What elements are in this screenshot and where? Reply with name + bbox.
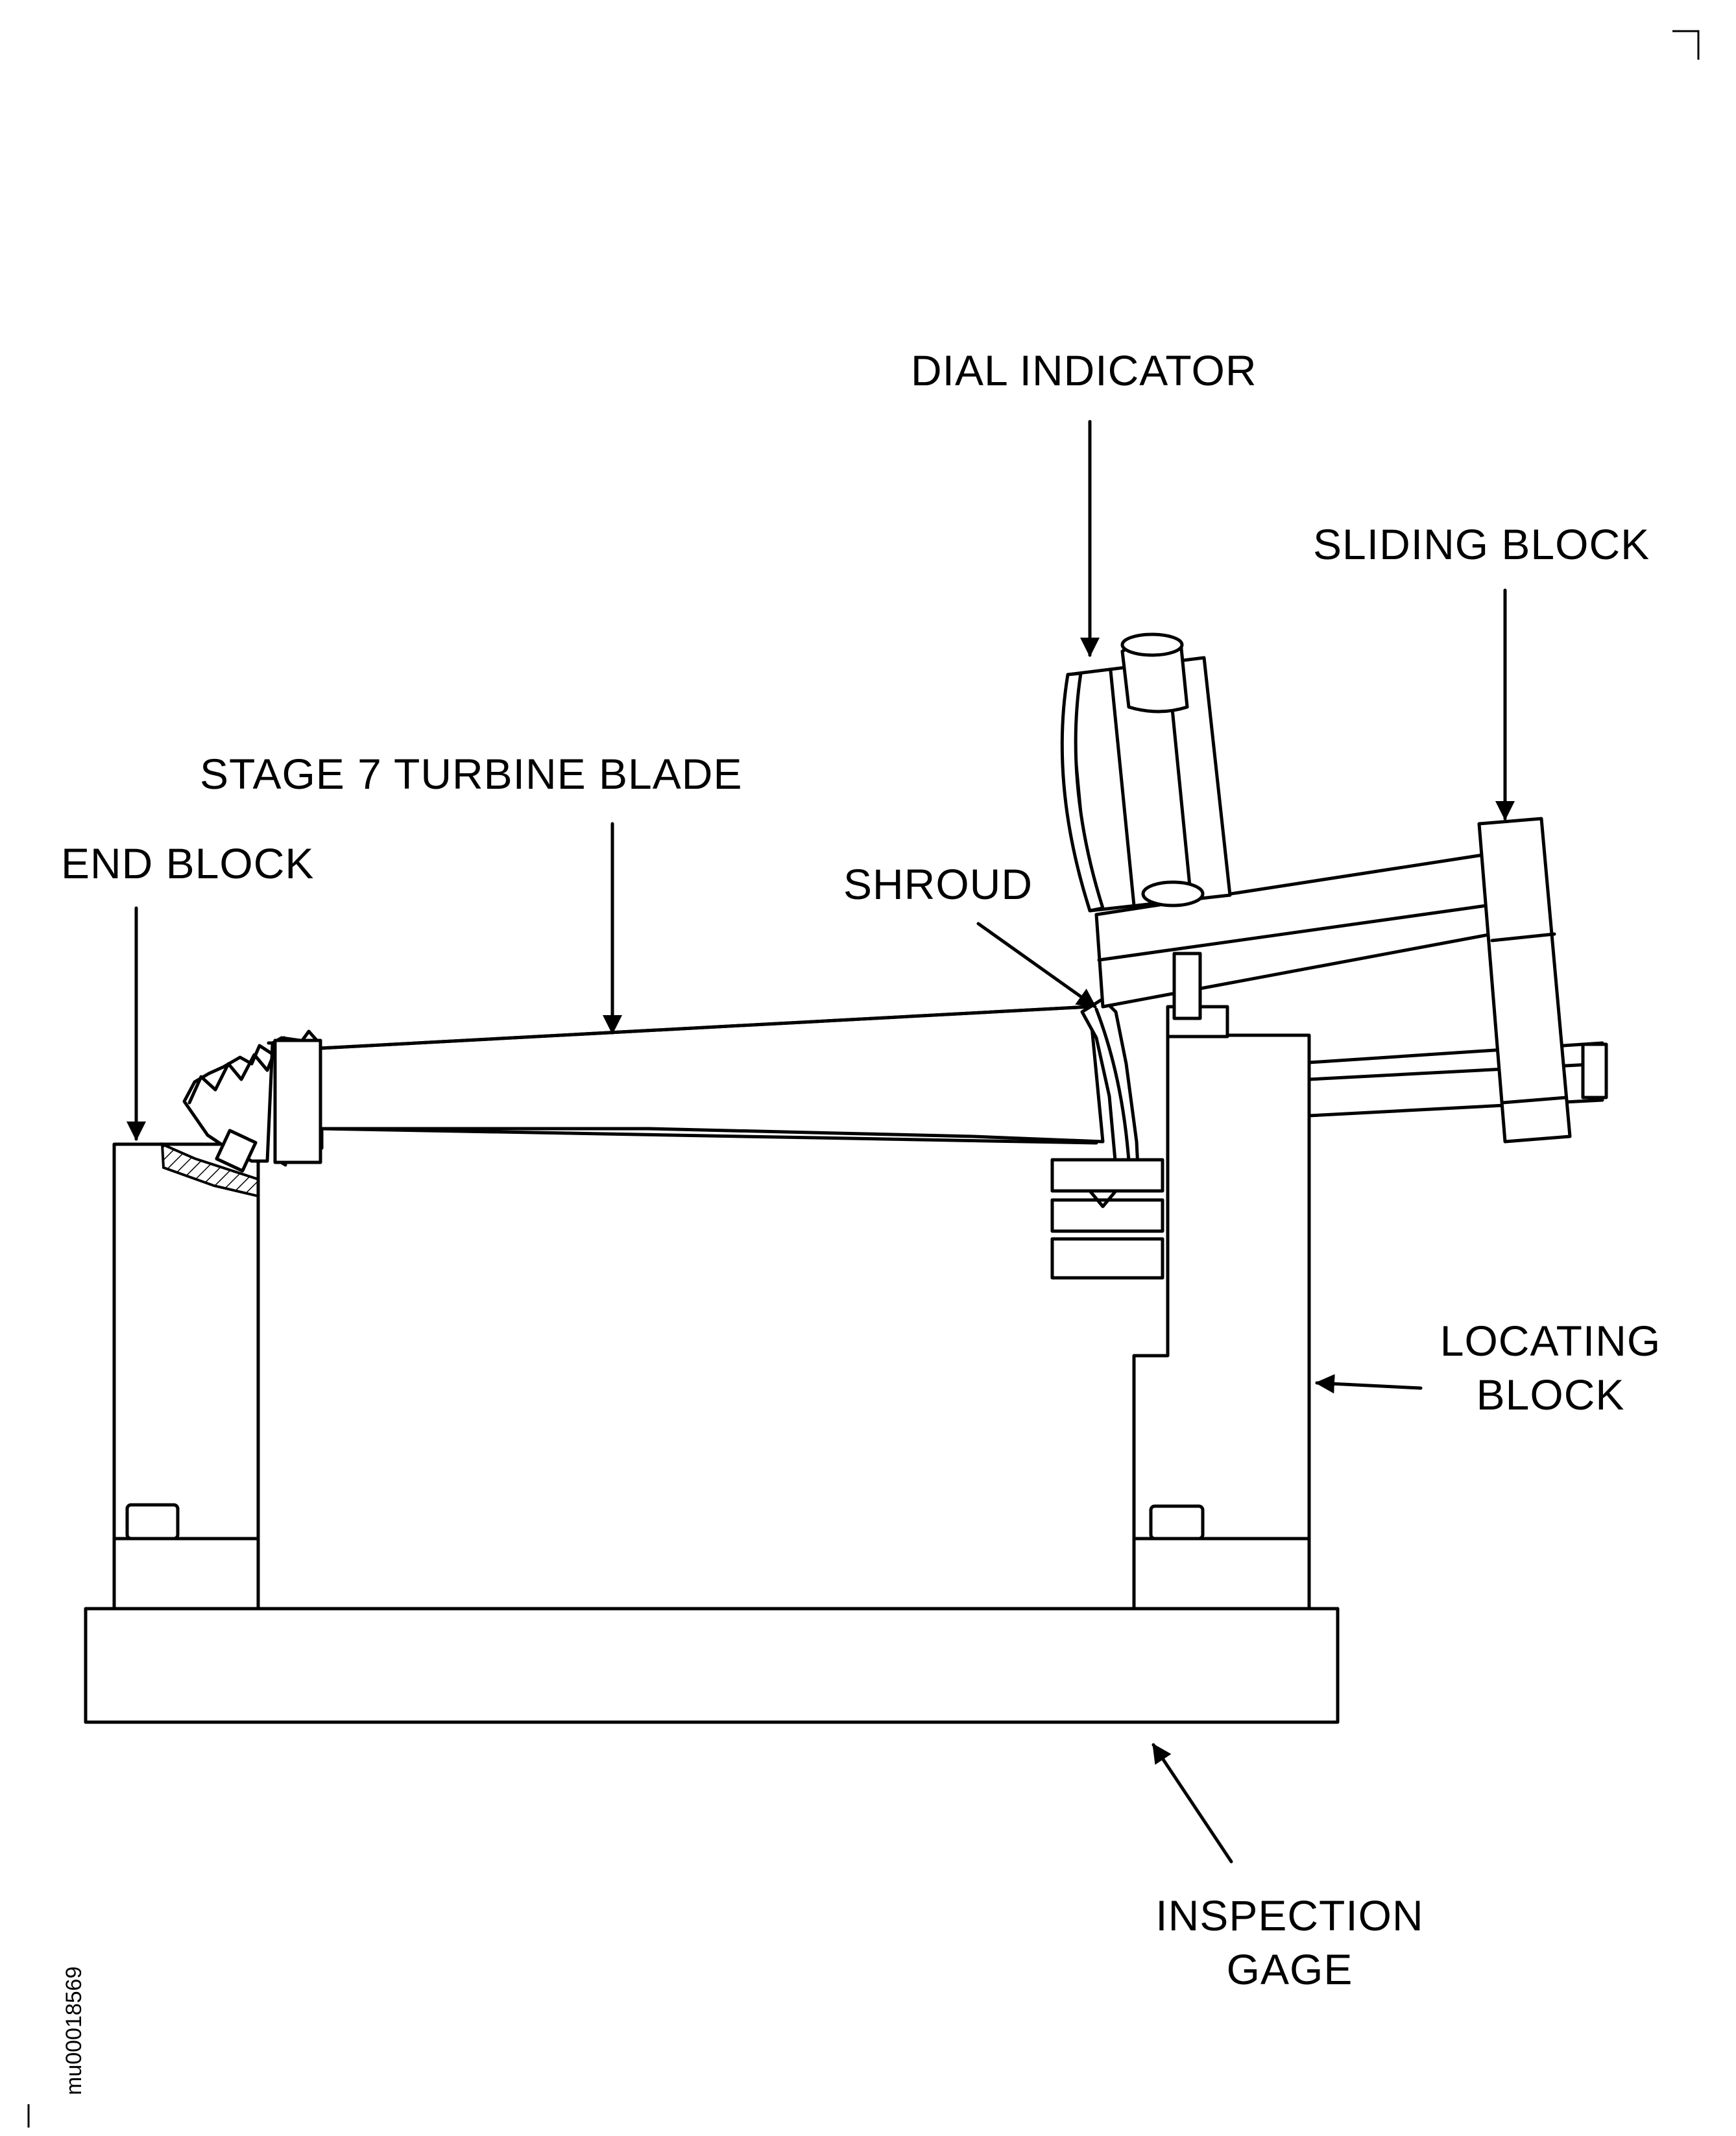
airfoil-trailing-edge	[319, 1127, 1098, 1145]
dial-top-cap	[1120, 632, 1184, 657]
root-serrations	[187, 1049, 277, 1105]
label-inspection-line2: GAGE	[1226, 1945, 1353, 1993]
tip-plate-3	[1050, 1237, 1164, 1280]
label-shroud: SHROUD	[843, 860, 1033, 908]
label-locating-line2: BLOCK	[1476, 1370, 1625, 1419]
tip-plate-2	[1050, 1198, 1164, 1233]
label-end-block: END BLOCK	[61, 839, 315, 887]
base-plate	[84, 1607, 1340, 1724]
root-pin	[215, 1129, 258, 1173]
dial-indicator-face	[1060, 671, 1105, 913]
label-locating-line1: LOCATING	[1440, 1317, 1661, 1365]
figure-id: mu00018569	[62, 1966, 86, 2095]
indicator-stem	[1172, 952, 1202, 1020]
sliding-block	[1477, 817, 1572, 1144]
label-locating-block: LOCATING BLOCK	[1427, 1314, 1674, 1421]
inspection-gage-leader	[1151, 1743, 1233, 1864]
shroud-leader	[976, 922, 1097, 1009]
label-dial-indicator: DIAL INDICATOR	[911, 346, 1257, 394]
blade-platform	[273, 1038, 322, 1164]
tip-plate-1	[1050, 1158, 1164, 1193]
dial-bezel-line	[1109, 669, 1136, 907]
shroud-detail	[1094, 1007, 1131, 1163]
locating-block-bolt	[1149, 1504, 1205, 1541]
sliding-block-divider-2	[1501, 1096, 1568, 1105]
airfoil-leading-edge	[319, 1005, 1092, 1050]
label-inspection-line1: INSPECTION	[1155, 1891, 1424, 1939]
label-sliding-block: SLIDING BLOCK	[1313, 520, 1650, 568]
corner-mark	[1672, 30, 1700, 60]
label-turbine-blade: STAGE 7 TURBINE BLADE	[200, 750, 743, 798]
locating-block-leader	[1315, 1374, 1423, 1394]
end-block-hatch	[160, 1142, 259, 1198]
label-inspection-gage: INSPECTION GAGE	[1134, 1889, 1445, 1996]
upper-arm-line	[1097, 904, 1489, 962]
sliding-block-divider	[1490, 932, 1556, 942]
end-block-bolt	[125, 1503, 180, 1541]
rod-end-cap	[1581, 1042, 1608, 1099]
tip-plate-notch	[1088, 1189, 1118, 1208]
dial-bottom-cap	[1141, 880, 1205, 907]
locating-block-body	[1132, 1033, 1311, 1611]
